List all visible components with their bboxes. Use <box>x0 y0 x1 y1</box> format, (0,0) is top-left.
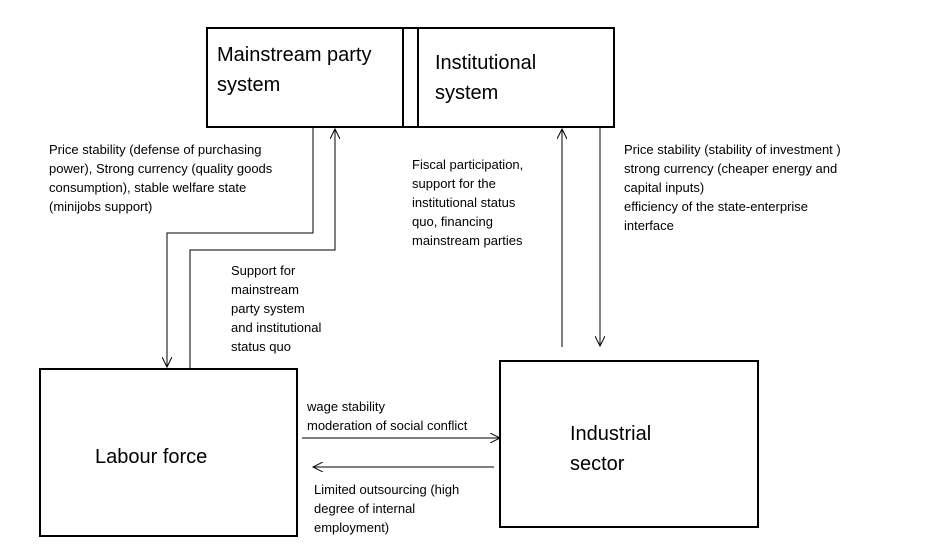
labour-force-label: Labour force <box>95 446 208 468</box>
party-to-labour-note: Price stability (defense of purchasing p… <box>49 142 273 214</box>
mainstream-party-system-label: Mainstream party system <box>217 44 372 96</box>
industrial-sector-box <box>499 360 759 528</box>
arrow-labour-to-party <box>189 129 335 369</box>
labour-to-party-note: Support for mainstream party system and … <box>231 263 322 354</box>
labour-force-box <box>39 368 298 537</box>
industrial-sector-label: Industrial sector <box>570 423 652 475</box>
arrow-party-to-labour <box>167 127 314 367</box>
institutional-system-label: Institutional system <box>435 52 537 104</box>
labour-to-industry-note: wage stability moderation of social conf… <box>307 399 468 433</box>
institutions-to-industry-note: Price stability (stability of investment… <box>624 142 841 233</box>
industry-to-labour-note: Limited outsourcing (high degree of inte… <box>314 482 460 535</box>
mainstream-party-system-box <box>206 27 615 128</box>
industry-to-institutions-note: Fiscal participation, support for the in… <box>412 157 524 248</box>
